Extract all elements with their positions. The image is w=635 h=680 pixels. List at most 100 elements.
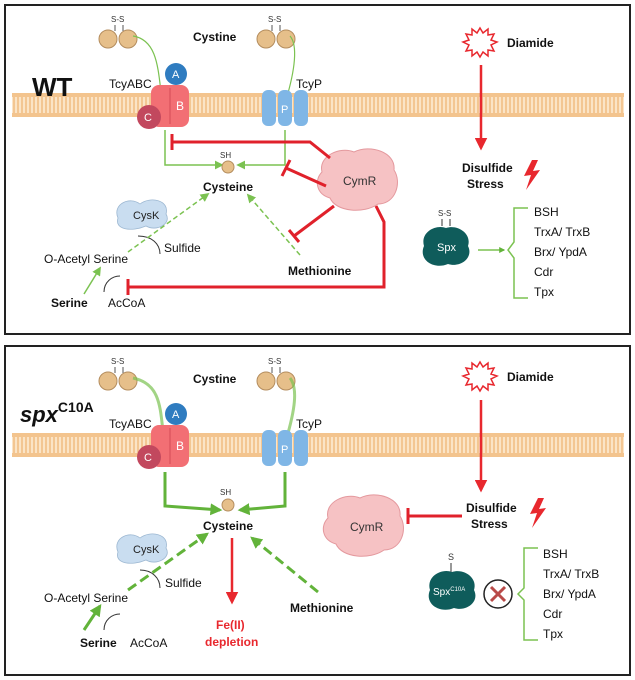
subunit-b-label: B bbox=[176, 99, 184, 113]
target-item: BSH bbox=[534, 205, 559, 219]
depletion-label-line1: Fe(II) bbox=[216, 618, 245, 632]
methionine-label: Methionine bbox=[288, 264, 352, 278]
serine-to-oas-arrow bbox=[83, 266, 101, 295]
target-item: Brx/ YpdA bbox=[543, 587, 596, 601]
sh-label: SH bbox=[220, 151, 231, 160]
target-item: Cdr bbox=[543, 607, 562, 621]
cysteine-sh-icon bbox=[221, 498, 235, 512]
serine-label: Serine bbox=[80, 636, 117, 650]
cystine-dimer-icon: S-S bbox=[98, 15, 138, 49]
strain-label: WT bbox=[32, 72, 73, 102]
target-item: TrxA/ TrxB bbox=[543, 567, 599, 581]
sulfide-label: Sulfide bbox=[164, 241, 201, 255]
subunit-c-label: C bbox=[144, 452, 152, 464]
tcyp-transporter: P bbox=[262, 90, 308, 126]
spx-target-list: BSH TrxA/ TrxB Brx/ YpdA Cdr Tpx bbox=[534, 205, 590, 299]
target-bracket bbox=[516, 547, 538, 641]
cysk-protein-icon bbox=[116, 533, 168, 564]
diamide-starburst-icon bbox=[461, 26, 499, 59]
tcyabc-label: TcyABC bbox=[109, 417, 152, 431]
spx-label: Spx bbox=[437, 242, 456, 254]
diamide-label: Diamide bbox=[507, 370, 554, 384]
diamide-label: Diamide bbox=[507, 36, 554, 50]
accoa-label: AcCoA bbox=[108, 296, 145, 310]
subunit-a-label: A bbox=[172, 409, 180, 421]
cystine-dimer-icon: S-S bbox=[256, 357, 296, 391]
oas-to-cysteine-arrow bbox=[127, 532, 209, 592]
o-acetyl-serine-label: O-Acetyl Serine bbox=[44, 252, 128, 266]
disulfide-label: S-S bbox=[111, 357, 124, 366]
tcyabc-label: TcyABC bbox=[109, 77, 152, 91]
subunit-c-label: C bbox=[144, 112, 152, 124]
cymr-repression-methionine bbox=[287, 204, 335, 243]
cystine-label: Cystine bbox=[193, 372, 237, 386]
spx-protein-icon bbox=[428, 570, 476, 610]
diamide-starburst-icon bbox=[461, 360, 499, 393]
depletion-label-line2: depletion bbox=[205, 635, 258, 649]
target-item: Tpx bbox=[543, 627, 563, 641]
target-item: Cdr bbox=[534, 265, 553, 279]
stress-label-line2: Stress bbox=[467, 177, 504, 191]
panel-frame bbox=[4, 4, 631, 335]
target-item: BSH bbox=[543, 547, 568, 561]
x-circle-icon bbox=[483, 579, 513, 609]
cymr-repression-oas bbox=[126, 205, 386, 295]
sh-label: SH bbox=[220, 488, 231, 497]
serine-label: Serine bbox=[51, 296, 88, 310]
lightning-icon bbox=[530, 498, 546, 528]
tcyabc-uptake-arrow bbox=[163, 472, 223, 516]
cymr-label: CymR bbox=[350, 520, 384, 534]
stress-label-line2: Stress bbox=[471, 517, 508, 531]
panel-wt: WT S-S S-S Cystine A B bbox=[4, 4, 631, 335]
subunit-b-label: B bbox=[176, 439, 184, 453]
stress-label-line1: Disulfide bbox=[466, 501, 517, 515]
panel-spx-c10a: spxC10A S-S S-S Cystine A B C bbox=[4, 345, 631, 676]
tcyabc-uptake-arrow bbox=[164, 130, 224, 170]
methionine-to-cysteine-arrow bbox=[246, 193, 301, 256]
strain-label: spxC10A bbox=[20, 399, 94, 427]
disulfide-label: S-S bbox=[268, 357, 281, 366]
tcyabc-transporter: A B C bbox=[137, 403, 189, 469]
accoa-label: AcCoA bbox=[130, 636, 167, 650]
oas-to-cysteine-arrow bbox=[127, 192, 210, 253]
cell-membrane bbox=[12, 93, 624, 117]
cymr-repression-cysteine bbox=[280, 159, 327, 188]
stress-label-line1: Disulfide bbox=[462, 161, 513, 175]
sulfide-label: Sulfide bbox=[165, 576, 202, 590]
disulfide-label: S-S bbox=[268, 15, 281, 24]
cystine-dimer-icon: S-S bbox=[98, 357, 138, 391]
stress-inhibits-cymr bbox=[406, 508, 462, 524]
spx-disulfide-label: S-S bbox=[438, 209, 451, 218]
target-item: Tpx bbox=[534, 285, 554, 299]
target-item: TrxA/ TrxB bbox=[534, 225, 590, 239]
cysk-label: CysK bbox=[133, 544, 160, 556]
cysteine-label: Cysteine bbox=[203, 180, 253, 194]
cystine-label: Cystine bbox=[193, 30, 237, 44]
subunit-p-label: P bbox=[281, 444, 288, 456]
cymr-label: CymR bbox=[343, 174, 377, 188]
subunit-a-label: A bbox=[172, 69, 180, 81]
cysk-protein-icon bbox=[116, 199, 168, 230]
target-bracket bbox=[507, 207, 528, 299]
cell-membrane bbox=[12, 433, 624, 457]
cysk-label: CysK bbox=[133, 210, 160, 222]
cysteine-sh-icon bbox=[221, 160, 235, 174]
spx-label: SpxC10A bbox=[433, 587, 465, 598]
panel-frame bbox=[4, 345, 631, 676]
spx-thiol-label: S bbox=[448, 552, 454, 562]
cystine-dimer-icon: S-S bbox=[256, 15, 296, 49]
disulfide-label: S-S bbox=[111, 15, 124, 24]
tcyp-transporter: P bbox=[262, 430, 308, 466]
o-acetyl-serine-label: O-Acetyl Serine bbox=[44, 591, 128, 605]
tcyp-label: TcyP bbox=[296, 417, 322, 431]
lightning-icon bbox=[524, 160, 540, 190]
spx-target-list: BSH TrxA/ TrxB Brx/ YpdA Cdr Tpx bbox=[543, 547, 599, 641]
tcyabc-transporter: A B C bbox=[137, 63, 189, 129]
tcyp-label: TcyP bbox=[296, 77, 322, 91]
spx-protein-icon bbox=[422, 226, 470, 266]
target-item: Brx/ YpdA bbox=[534, 245, 587, 259]
methionine-label: Methionine bbox=[290, 601, 354, 615]
subunit-p-label: P bbox=[281, 104, 288, 116]
serine-to-oas-arrow bbox=[82, 604, 102, 631]
